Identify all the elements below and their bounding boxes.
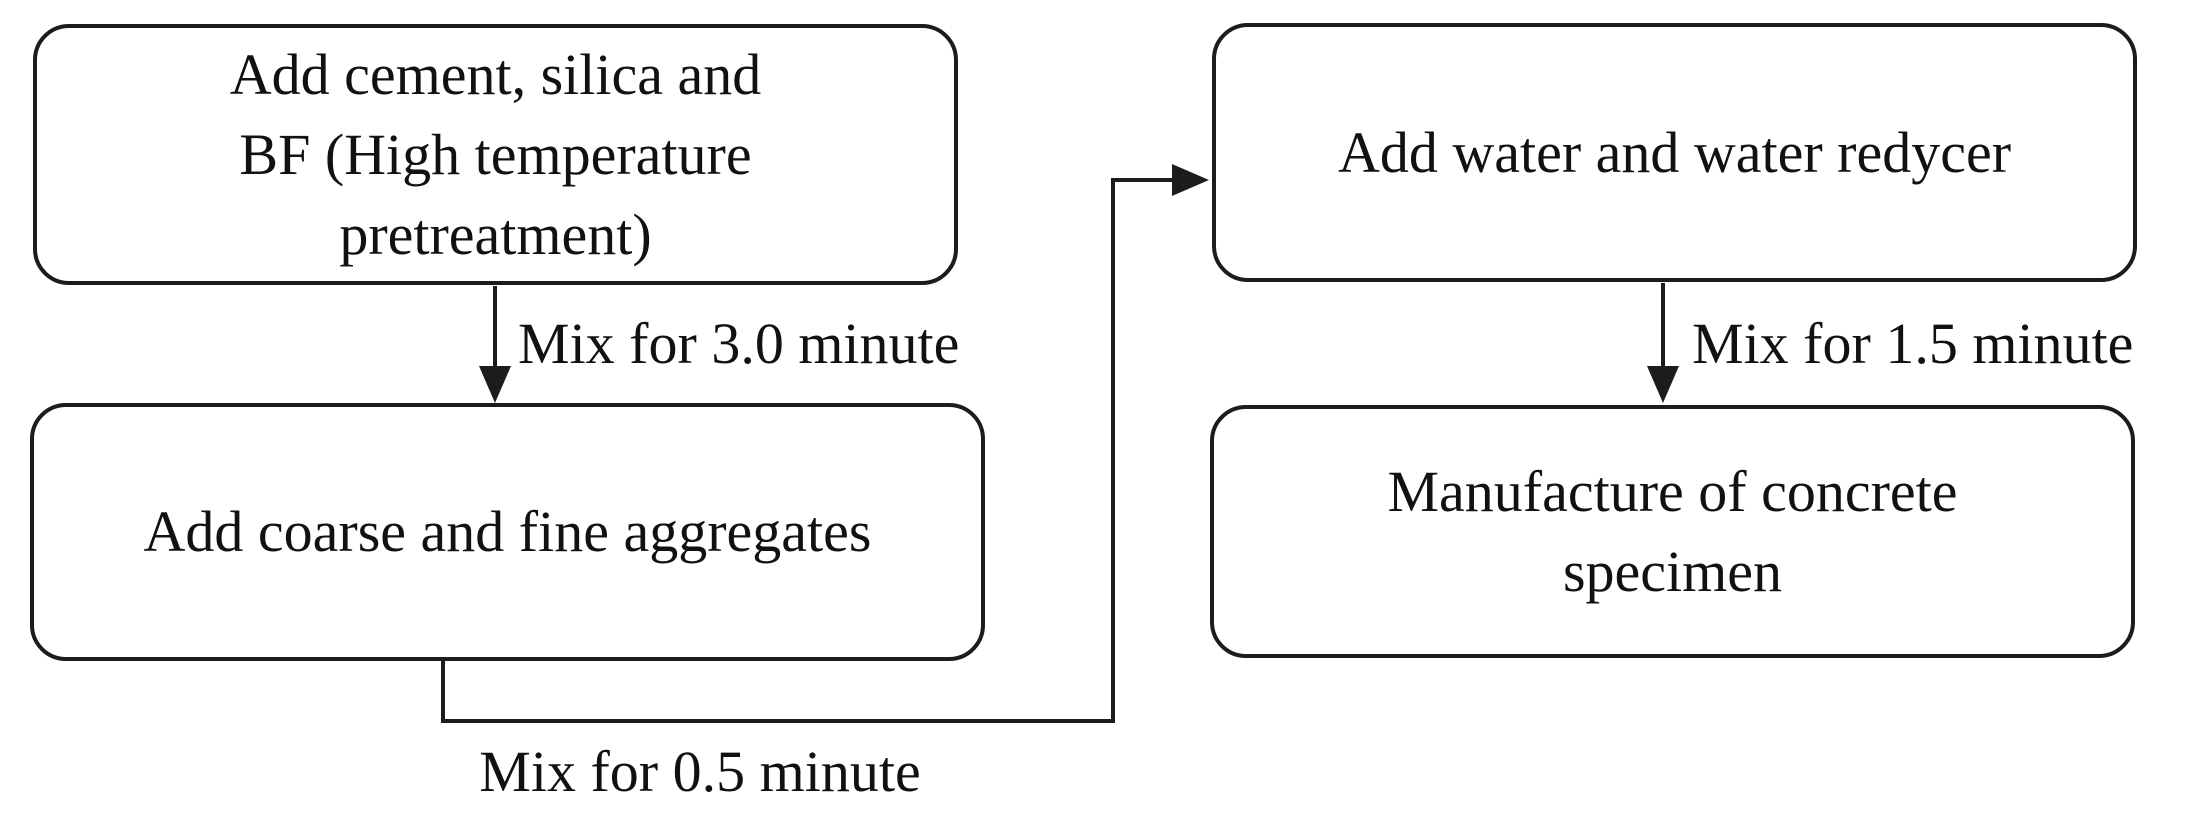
node-text-line: Add cement, silica and [229,41,762,107]
node-add-water-reducer-label: Add water and water redycer [1338,113,2011,193]
node-text-line: Manufacture of concrete [1387,458,1958,524]
node-text-line: pretreatment) [339,201,652,267]
edge-label-mix-0-5: Mix for 0.5 minute [479,739,921,804]
node-text-line: Add coarse and fine aggregates [143,499,872,564]
node-add-cement-silica-bf-label: Add cement, silica and BF (High temperat… [230,35,762,275]
node-add-aggregates: Add coarse and fine aggregates [30,403,985,661]
arrowhead-mix-3-0 [479,366,511,403]
node-text-line: Add water and water redycer [1337,119,2012,185]
node-text-line: specimen [1562,538,1782,604]
node-add-water-reducer: Add water and water redycer [1212,23,2137,282]
node-manufacture-specimen-label: Manufacture of concrete specimen [1387,452,1957,612]
node-add-cement-silica-bf: Add cement, silica and BF (High temperat… [33,24,958,285]
arrowhead-mix-1-5 [1647,366,1679,403]
node-manufacture-specimen: Manufacture of concrete specimen [1210,405,2135,658]
node-add-aggregates-label: Add coarse and fine aggregates [144,492,872,572]
arrowhead-mix-0-5 [1172,164,1209,196]
node-text-line: BF (High temperature [239,121,752,187]
edge-label-mix-3-0: Mix for 3.0 minute [518,311,960,376]
edge-label-mix-1-5: Mix for 1.5 minute [1692,311,2134,376]
